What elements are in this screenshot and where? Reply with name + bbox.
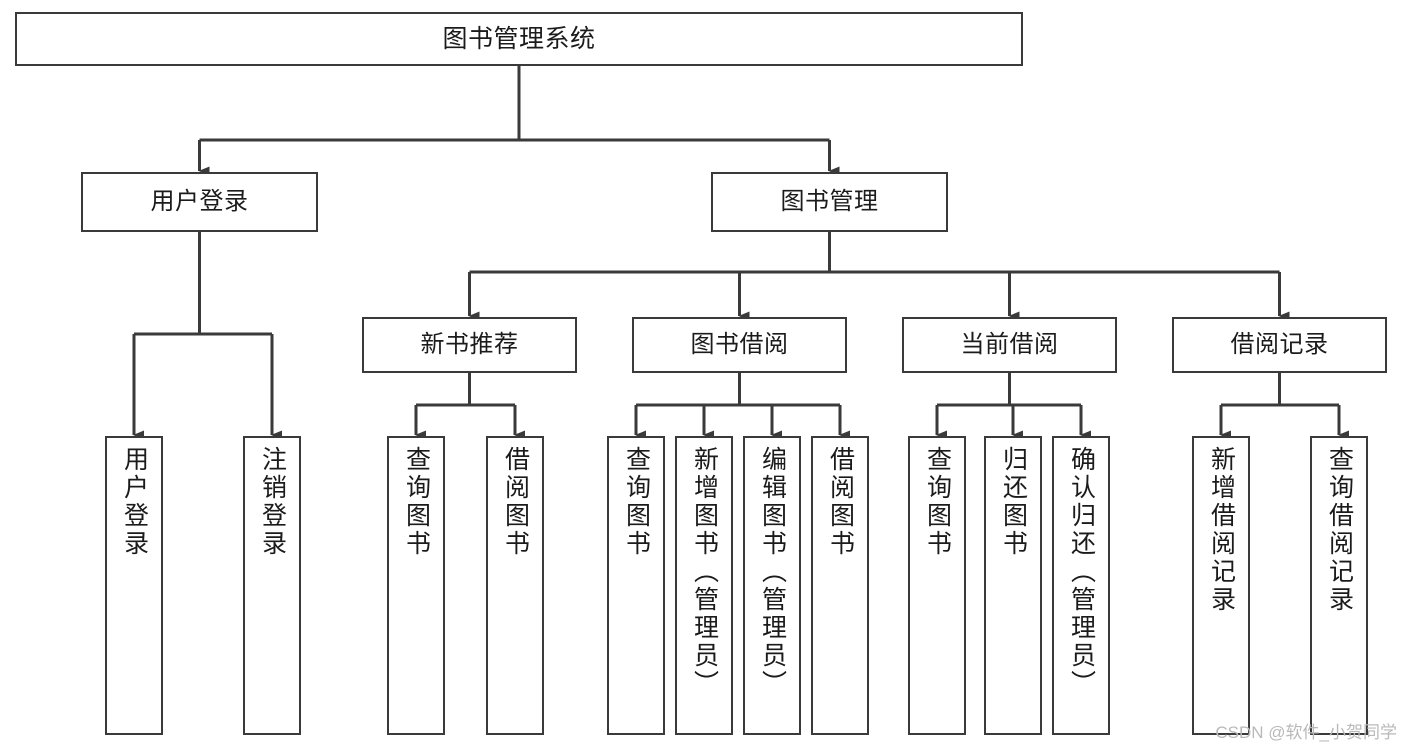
node-label: 图书借阅 xyxy=(690,331,789,359)
node-label: 图书管理 xyxy=(780,188,879,216)
leaf-query-book-current[interactable]: 查询图书 xyxy=(908,436,966,735)
leaf-query-book-recommend[interactable]: 查询图书 xyxy=(387,436,445,735)
node-label: 查询图书 xyxy=(402,446,431,558)
node-current-borrow[interactable]: 当前借阅 xyxy=(902,317,1117,373)
leaf-add-book-admin[interactable]: 新增图书（管理员） xyxy=(675,436,733,735)
leaf-user-login[interactable]: 用户登录 xyxy=(105,436,163,735)
leaf-query-borrow-record[interactable]: 查询借阅记录 xyxy=(1310,436,1368,735)
node-label: 确认归还（管理员） xyxy=(1067,446,1096,698)
node-label: 注销登录 xyxy=(258,446,287,558)
leaf-return-book[interactable]: 归还图书 xyxy=(984,436,1042,735)
node-label: 新增借阅记录 xyxy=(1207,446,1236,614)
node-book-borrow[interactable]: 图书借阅 xyxy=(632,317,847,373)
leaf-borrow-book[interactable]: 借阅图书 xyxy=(811,436,869,735)
leaf-borrow-book-recommend[interactable]: 借阅图书 xyxy=(486,436,544,735)
node-label: 新增图书（管理员） xyxy=(690,446,719,698)
node-root[interactable]: 图书管理系统 xyxy=(15,12,1023,66)
node-label: 编辑图书（管理员） xyxy=(758,446,787,698)
watermark-text: CSDN @软件_小贺同学 xyxy=(1215,723,1397,742)
node-label: 归还图书 xyxy=(999,446,1028,558)
node-label: 用户登录 xyxy=(150,188,249,216)
node-label: 新书推荐 xyxy=(420,331,519,359)
leaf-confirm-return-admin[interactable]: 确认归还（管理员） xyxy=(1052,436,1110,735)
node-label: 借阅图书 xyxy=(501,446,530,558)
node-book-manage[interactable]: 图书管理 xyxy=(711,172,948,232)
node-label: 查询图书 xyxy=(622,446,651,558)
node-new-book-recommend[interactable]: 新书推荐 xyxy=(362,317,577,373)
node-borrow-record[interactable]: 借阅记录 xyxy=(1172,317,1387,373)
leaf-edit-book-admin[interactable]: 编辑图书（管理员） xyxy=(743,436,801,735)
node-label: 图书管理系统 xyxy=(442,24,596,53)
node-label: 借阅图书 xyxy=(826,446,855,558)
leaf-user-logout[interactable]: 注销登录 xyxy=(243,436,301,735)
node-label: 查询图书 xyxy=(923,446,952,558)
node-label: 查询借阅记录 xyxy=(1325,446,1354,614)
node-label: 借阅记录 xyxy=(1230,331,1329,359)
node-label: 用户登录 xyxy=(120,446,149,558)
node-label: 当前借阅 xyxy=(960,331,1059,359)
node-user-login[interactable]: 用户登录 xyxy=(81,172,318,232)
leaf-query-book-borrow[interactable]: 查询图书 xyxy=(607,436,665,735)
leaf-add-borrow-record[interactable]: 新增借阅记录 xyxy=(1192,436,1250,735)
